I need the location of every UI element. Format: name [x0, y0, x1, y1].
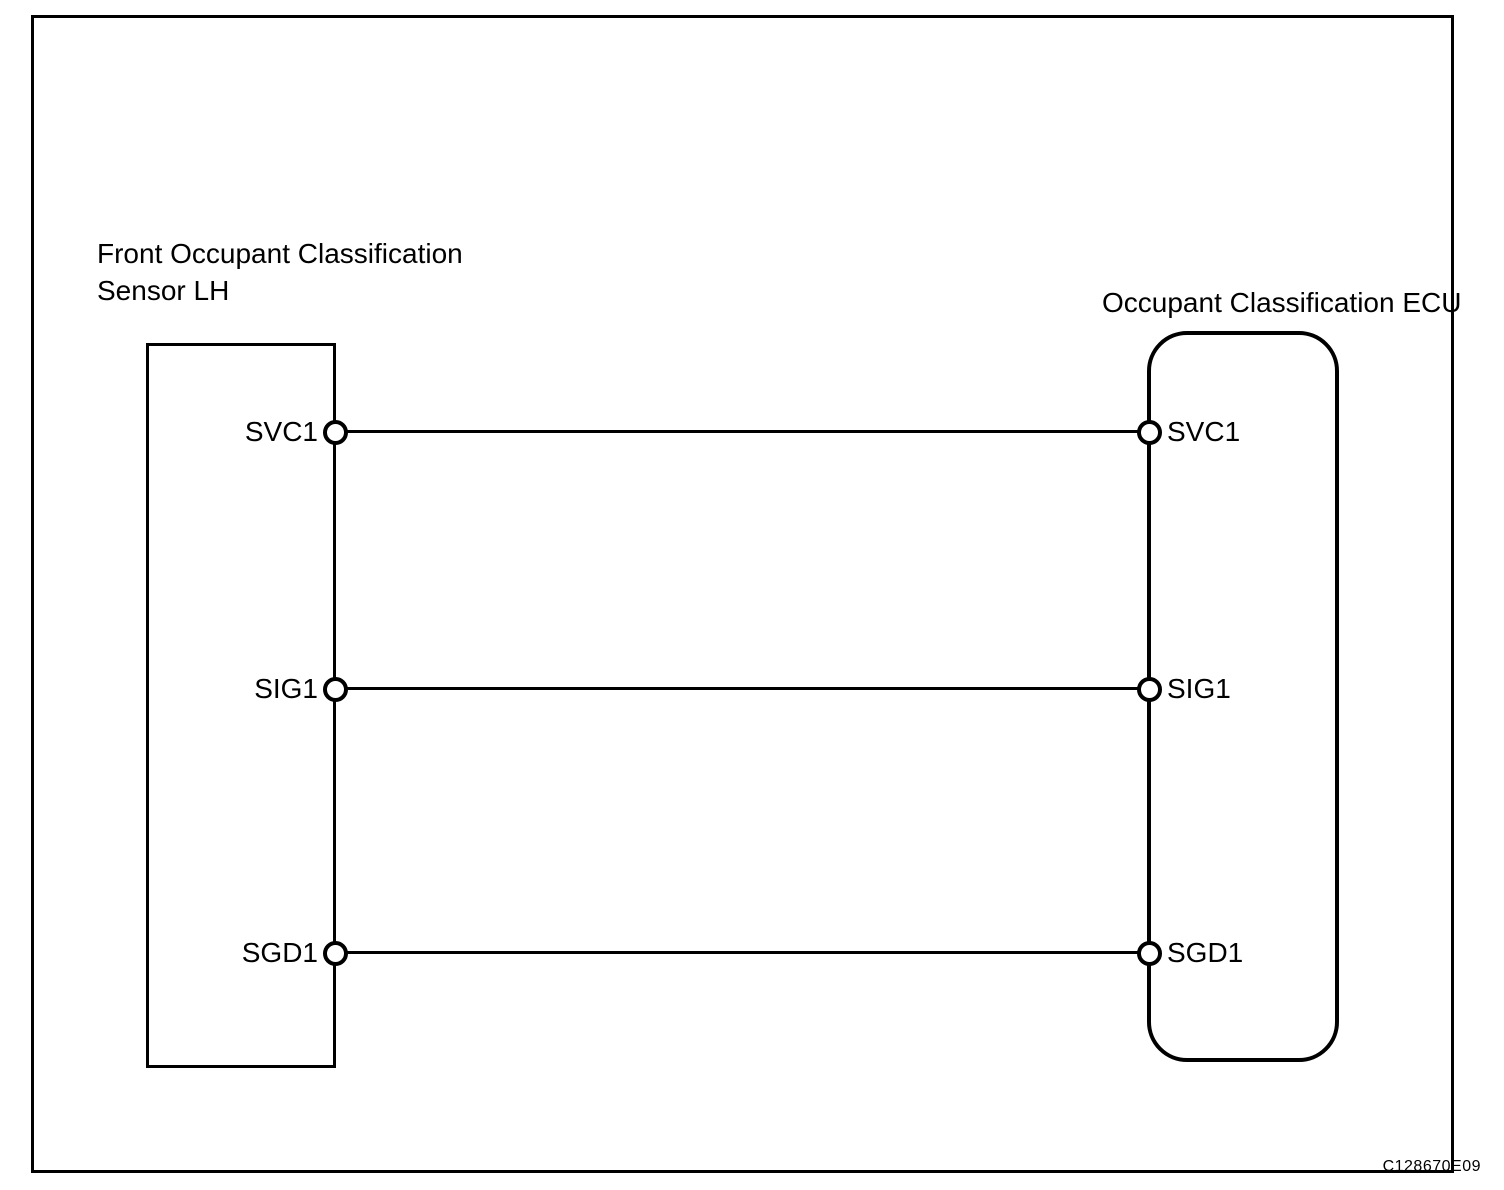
ecu-box: [1147, 331, 1339, 1062]
terminal-circle-svc1-right: [1137, 420, 1162, 445]
wire-sig1: [335, 687, 1150, 690]
pin-label-sgd1-right: SGD1: [1167, 937, 1244, 968]
left-component-title-line1: Front Occupant Classification: [97, 238, 463, 269]
ecu-title: Occupant Classification ECU: [1102, 287, 1462, 318]
terminal-circle-sgd1-right: [1137, 941, 1162, 966]
pin-label-svc1-left: SVC1: [244, 416, 318, 447]
terminal-circle-sig1-left: [323, 677, 348, 702]
left-component-title: Front Occupant Classification Sensor LH: [97, 235, 463, 309]
pin-label-sig1-left: SIG1: [254, 673, 318, 704]
wire-svc1: [335, 430, 1150, 433]
pin-label-sig1-right: SIG1: [1167, 673, 1231, 704]
left-component-box: [146, 343, 336, 1068]
figure-code: C128670E09: [1382, 1158, 1481, 1175]
terminal-circle-sgd1-left: [323, 941, 348, 966]
terminal-circle-svc1-left: [323, 420, 348, 445]
terminal-circle-sig1-right: [1137, 677, 1162, 702]
wire-sgd1: [335, 951, 1150, 954]
left-component-title-line2: Sensor LH: [97, 275, 230, 306]
pin-label-sgd1-left: SGD1: [241, 937, 318, 968]
pin-label-svc1-right: SVC1: [1167, 416, 1241, 447]
